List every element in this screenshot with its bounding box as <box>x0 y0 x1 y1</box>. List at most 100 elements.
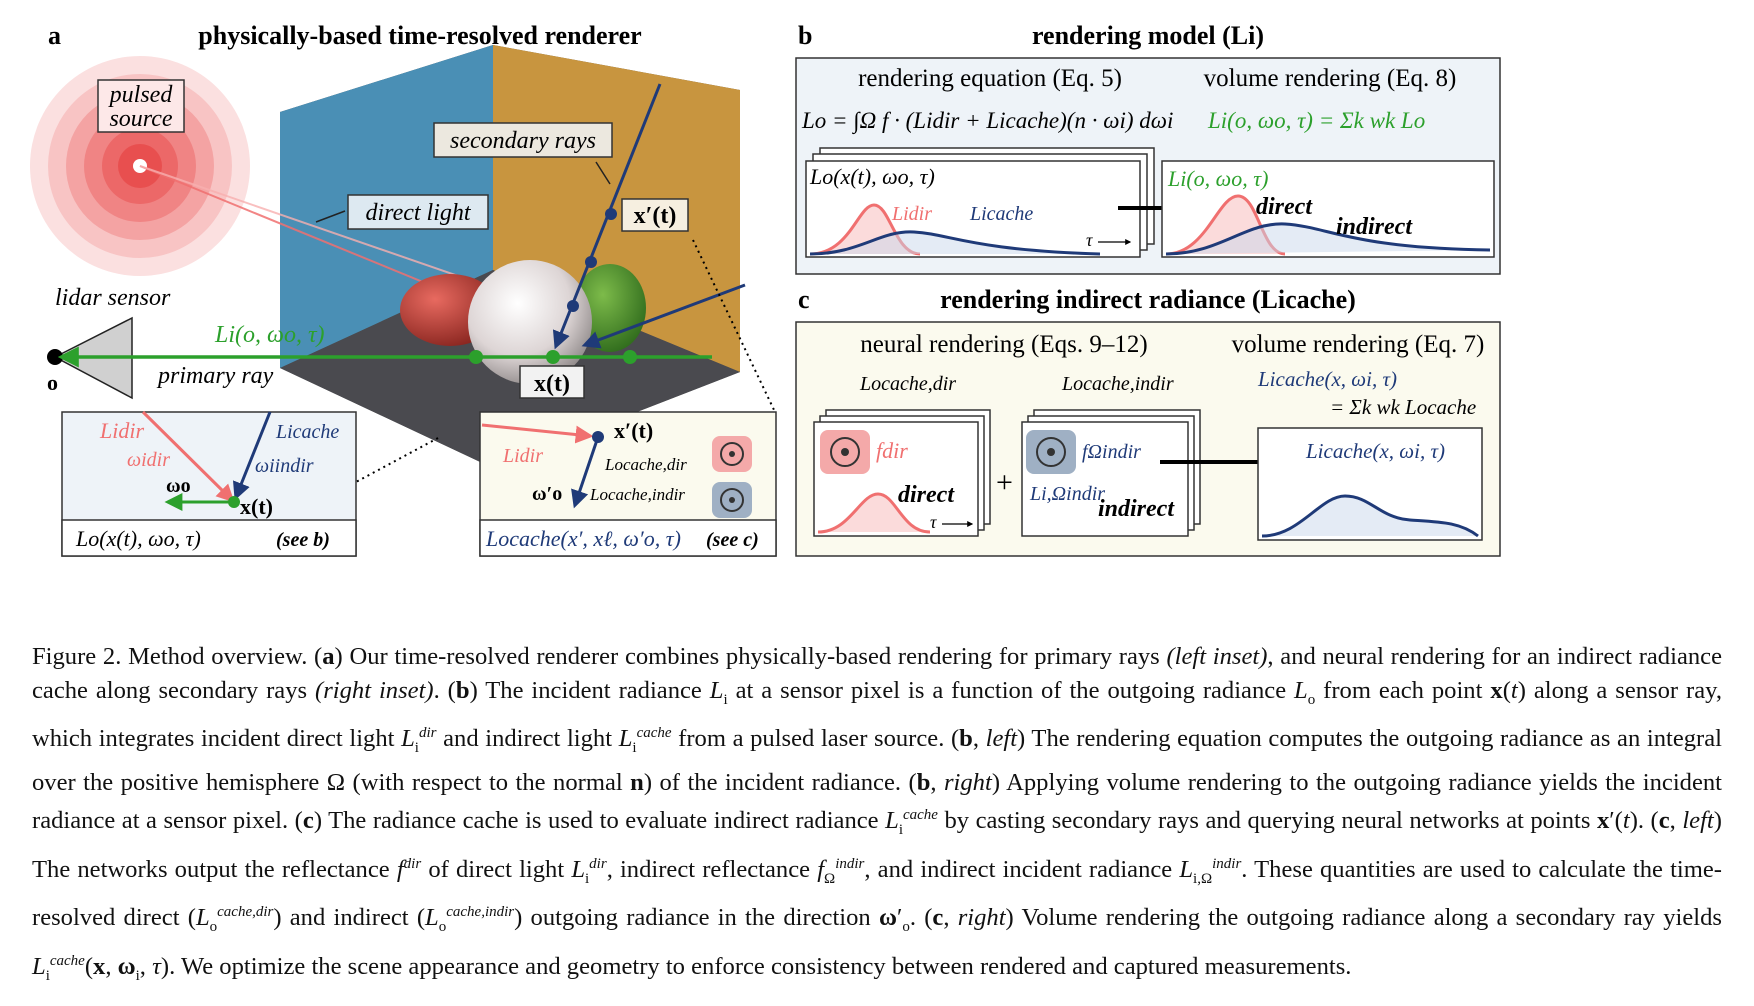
left-inset-x-t: x(t) <box>240 494 273 519</box>
plot-b-left-cache-curve <box>809 230 1101 256</box>
caption-text: , indirect reflectance <box>606 855 811 883</box>
panel-c-title: rendering indirect radiance (Licache) <box>940 285 1356 314</box>
volume-rendering-title: volume rendering (Eq. 8) <box>1204 65 1457 92</box>
l-indir-label: Li,Ωindir <box>1029 483 1105 505</box>
caption-text: , and neural rendering for an indirect r… <box>32 643 1722 704</box>
neural-rendering-title: neural rendering (Eqs. 9–12) <box>860 331 1147 358</box>
plot-b-left-dir: Lidir <box>891 203 932 225</box>
pulsed-source-label-1: pulsed <box>108 82 174 108</box>
panel-b: b rendering model (Li) rendering equatio… <box>795 21 1501 275</box>
origin-label: o <box>47 370 58 395</box>
right-inset-omega-o-prime: ω′o <box>532 483 562 505</box>
left-inset: Lidir ωidir Licache ωiindir ωo x(t) Lo(x… <box>61 410 357 557</box>
x-prime-label: x′(t) <box>634 203 677 229</box>
panel-a-letter: a <box>48 21 61 50</box>
lidar-sensor-label: lidar sensor <box>55 285 171 311</box>
volume-rendering-equation: Li(o, ωo, τ) = Σk wk Lo <box>1207 108 1425 133</box>
panel-b-letter: b <box>798 21 812 50</box>
right-inset-lo-cache: Locache(x′, xℓ, ω′o, τ) <box>485 526 681 551</box>
panel-c-letter: c <box>798 285 810 314</box>
plot-b-left-label: Lo(x(t), ωo, τ) <box>809 164 935 189</box>
caption-text: from each point <box>1323 676 1483 704</box>
secondary-rays-label: secondary rays <box>450 128 596 154</box>
direct-light-label: direct light <box>365 200 471 226</box>
left-inset-lo: Lo(x(t), ωo, τ) <box>75 526 201 551</box>
plot-c-result-curve <box>1261 494 1479 538</box>
caption-text: by casting secondary rays and querying n… <box>944 807 1591 835</box>
plot-c-tau: τ <box>930 512 937 532</box>
pulsed-source-label-2: source <box>109 106 172 132</box>
rendering-equation-title: rendering equation (Eq. 5) <box>858 65 1122 92</box>
caption-text: ) and indirect ( <box>273 904 426 932</box>
caption-text: Volume rendering the outgoing radiance a… <box>1021 904 1722 932</box>
caption-text: The networks output the reflectance <box>32 855 390 883</box>
plot-c-dir-curve <box>817 492 931 534</box>
right-inset: x′(t) Lidir Locache,dir ω′o Locache,indi… <box>479 411 777 557</box>
caption-c-label: c <box>302 807 314 835</box>
caption-text: from a pulsed laser source. <box>678 725 945 753</box>
f-dir-label: fdir <box>876 438 908 463</box>
right-inset-lo-cache-indir: Locache,indir <box>589 485 685 504</box>
plot-b-left-cache: Licache <box>969 203 1033 225</box>
f-indir-label: fΩindir <box>1082 441 1141 463</box>
plot-c-indirect: indirect <box>1098 496 1175 522</box>
caption-text: along a sensor ray, which integrates inc… <box>32 676 1722 753</box>
plot-b-right-direct: direct <box>1256 194 1313 220</box>
caption-text: ) outgoing radiance in the direction <box>514 904 871 932</box>
neural-net-icon-dir <box>712 436 752 472</box>
caption-text: and indirect light <box>443 725 613 753</box>
vol-eq-line1: Licache(x, ωi, τ) <box>1257 367 1397 391</box>
left-inset-li-dir: Lidir <box>99 418 144 443</box>
panel-a: a physically-based time-resolved rendere… <box>30 21 777 557</box>
left-inset-li-cache: Licache <box>275 421 339 443</box>
figure-caption: Figure 2. Method overview. (a) Our time-… <box>32 643 1723 984</box>
caption-text: Applying volume rendering to the outgoin… <box>32 768 1723 835</box>
panel-b-title: rendering model (Li) <box>1032 21 1264 50</box>
left-inset-see: (see b) <box>276 529 330 551</box>
caption-text: ) of the incident radiance. <box>643 768 902 796</box>
left-inset-omega-dir: ωidir <box>127 449 170 471</box>
caption-b-label: b <box>455 676 470 704</box>
volume-rendering-c-title: volume rendering (Eq. 7) <box>1232 331 1485 358</box>
right-inset-x-prime: x′(t) <box>614 418 653 443</box>
vol-eq-line2: = Σk wk Locache <box>1330 395 1476 419</box>
plot-b-right-indir-curve <box>1165 222 1491 256</box>
sphere <box>468 260 592 384</box>
caption-text: The radiance cache is used to evaluate i… <box>328 807 879 835</box>
left-inset-omega-indir: ωiindir <box>255 455 314 477</box>
right-inset-li-dir: Lidir <box>502 445 543 467</box>
caption-text: . These quantities are used to calculate… <box>32 855 1722 932</box>
plot-b-left-tau: τ <box>1086 230 1093 250</box>
caption-text: . We optimize the scene appearance and g… <box>169 952 1352 980</box>
caption-text: The rendering equation computes the outg… <box>32 725 1722 796</box>
caption-left-inset: (left inset) <box>1166 643 1268 670</box>
primary-ray-label: primary ray <box>156 363 274 389</box>
plot-c-result-label: Licache(x, ωi, τ) <box>1305 439 1445 463</box>
panel-c: c rendering indirect radiance (Licache) … <box>795 285 1501 557</box>
plot-c-direct: direct <box>898 482 955 508</box>
caption-text: at a sensor pixel is a function of the o… <box>735 676 1287 704</box>
caption-right: right <box>943 768 992 796</box>
plot-b-right-indirect: indirect <box>1336 214 1413 240</box>
caption-a-label: a <box>322 643 335 670</box>
caption-text: The incident radiance <box>485 676 702 704</box>
plus-sign: + <box>996 466 1013 499</box>
x-t-label: x(t) <box>534 371 570 397</box>
rendering-equation: Lo = ∫Ω f · (Lidir + Licache)(n · ωi) dω… <box>801 108 1173 135</box>
method-overview-figure: a physically-based time-resolved rendere… <box>30 21 1501 557</box>
caption-text: , and indirect incident radiance <box>864 855 1173 883</box>
neural-net-icon-indir <box>712 482 752 518</box>
right-inset-see: (see c) <box>706 529 759 551</box>
left-inset-omega-o: ωo <box>166 475 191 497</box>
caption-text: of direct light <box>428 855 565 883</box>
li-label-a: Li(o, ωo, τ) <box>214 322 325 348</box>
panel-a-title: physically-based time-resolved renderer <box>198 21 641 50</box>
lo-cache-dir-label: Locache,dir <box>859 373 956 395</box>
caption-left: left <box>985 725 1018 753</box>
lo-cache-indir-label: Locache,indir <box>1061 373 1174 395</box>
caption-figure-label: Figure 2. Method overview. <box>32 643 308 670</box>
plot-b-right-label: Li(o, ωo, τ) <box>1167 166 1268 191</box>
right-inset-lo-cache-dir: Locache,dir <box>604 455 687 474</box>
caption-right-inset: (right inset) <box>315 676 434 704</box>
caption-text: Our time-resolved renderer combines phys… <box>349 643 1160 670</box>
